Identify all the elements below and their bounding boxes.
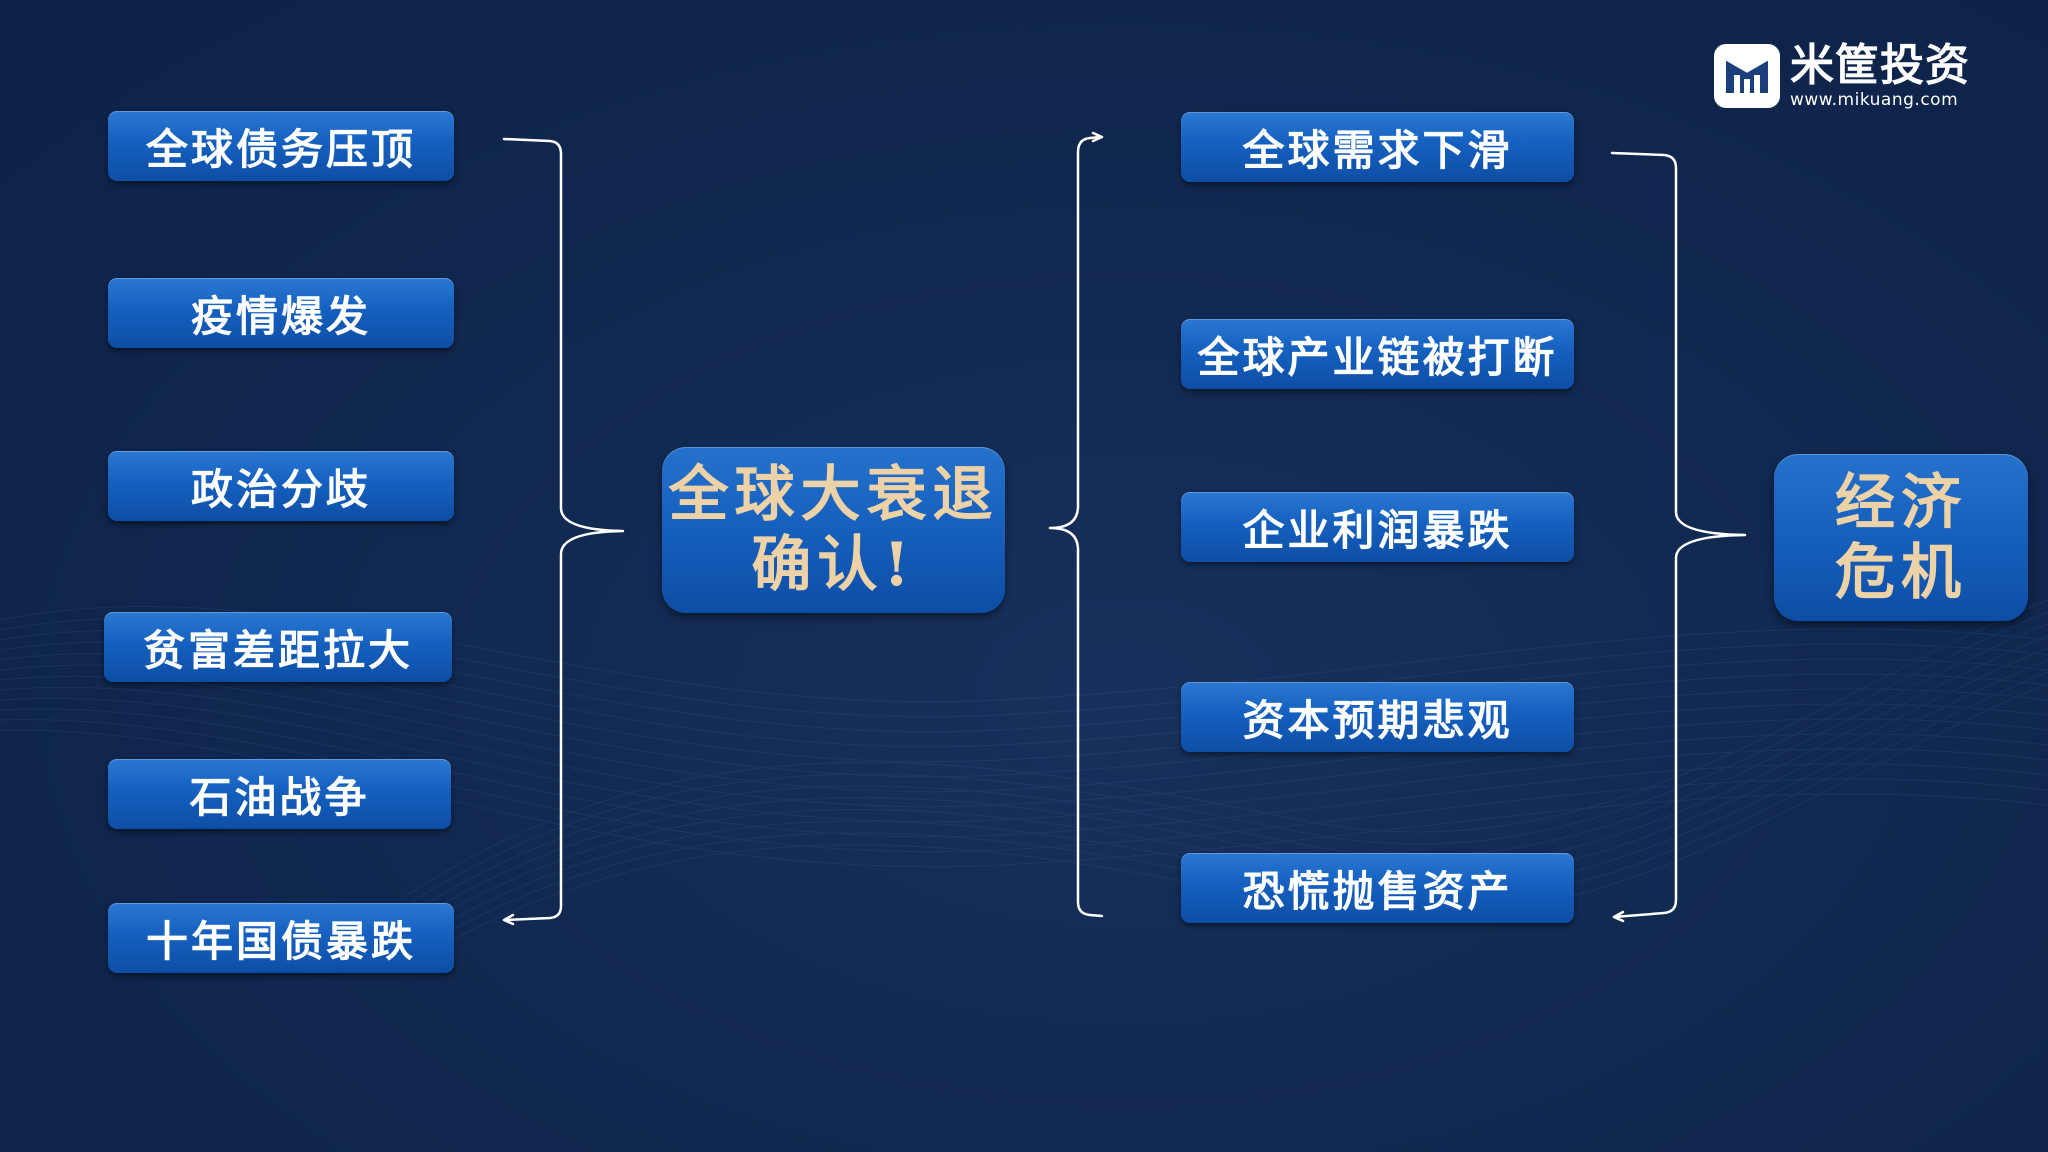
effect-box-panic-selling: 恐慌抛售资产 bbox=[1181, 853, 1574, 923]
middle-bracket bbox=[1048, 135, 1104, 918]
brand-logo: 米筐投资 www.mikuang.com bbox=[1714, 42, 1970, 110]
effect-box-supply-chain: 全球产业链被打断 bbox=[1181, 319, 1574, 389]
result-box-crisis: 经济 危机 bbox=[1774, 454, 2028, 621]
result-line-1: 经济 bbox=[1835, 467, 1967, 538]
cause-box-debt: 全球债务压顶 bbox=[108, 111, 454, 181]
effect-box-profits: 企业利润暴跌 bbox=[1181, 492, 1574, 562]
cause-box-pandemic: 疫情爆发 bbox=[108, 278, 454, 348]
effect-box-demand: 全球需求下滑 bbox=[1181, 112, 1574, 182]
mikuang-logo-icon bbox=[1714, 44, 1780, 108]
middle-bracket-arrow bbox=[1091, 131, 1104, 143]
cause-box-treasury: 十年国债暴跌 bbox=[108, 903, 454, 973]
cause-box-politics: 政治分歧 bbox=[108, 451, 454, 521]
left-bracket bbox=[502, 137, 625, 922]
center-box-recession: 全球大衰退 确认! bbox=[662, 447, 1005, 613]
left-bracket-arrow bbox=[502, 913, 515, 926]
cause-box-oil-war: 石油战争 bbox=[108, 759, 451, 829]
center-line-1: 全球大衰退 bbox=[668, 460, 999, 530]
result-line-2: 危机 bbox=[1835, 537, 1967, 608]
effect-box-expectations: 资本预期悲观 bbox=[1181, 682, 1574, 752]
right-bracket bbox=[1610, 151, 1747, 919]
logo-name: 米筐投资 bbox=[1790, 40, 1970, 91]
right-bracket-arrow bbox=[1612, 910, 1625, 923]
logo-url: www.mikuang.com bbox=[1790, 90, 1959, 110]
center-line-2: 确认! bbox=[751, 530, 916, 600]
cause-box-inequality: 贫富差距拉大 bbox=[104, 612, 452, 682]
